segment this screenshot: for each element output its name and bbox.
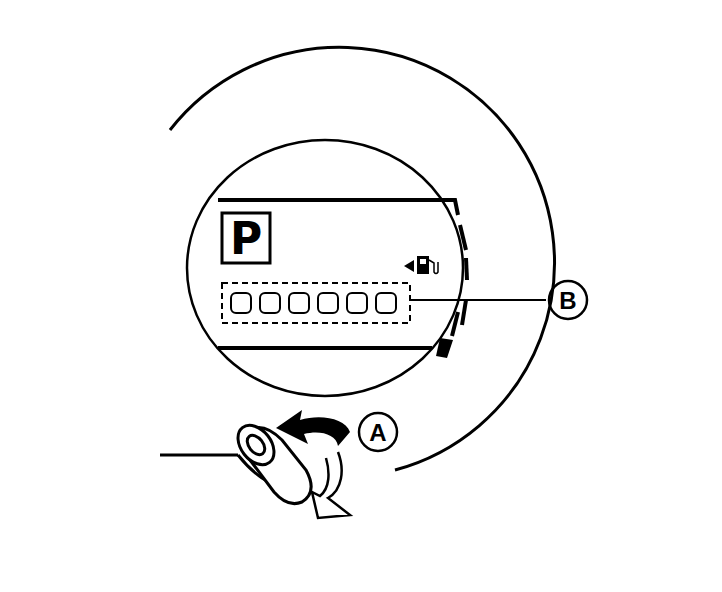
odometer-frame [222,283,410,323]
push-arrow [276,410,350,446]
display-rule [218,346,432,350]
callout-letter: B [559,289,576,313]
display-rule [218,198,440,202]
odometer-digits [231,293,396,313]
release-arrow [312,452,350,518]
callout-circle [549,281,587,319]
callout-circle [359,413,397,451]
shift-indicator: P [230,217,262,261]
callout-letter: A [369,421,386,445]
meter-arc [170,47,554,470]
shift-frame [222,213,270,263]
display-circle [187,140,463,396]
stalk [160,454,238,457]
leader-line [411,299,546,301]
fuel-gauge-segment [436,338,453,358]
fuel-icon [404,256,438,274]
fuel-gauge [440,200,467,336]
